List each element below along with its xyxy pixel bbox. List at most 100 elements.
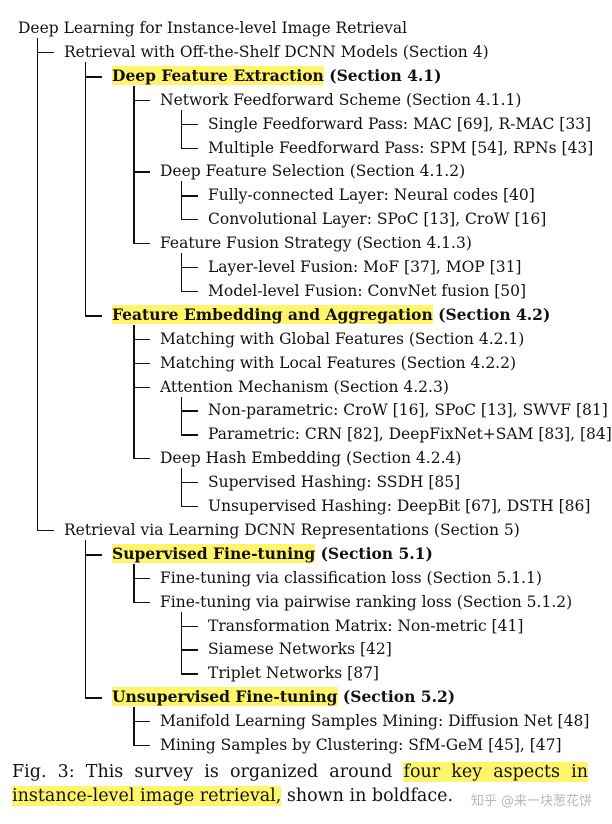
tree-branch-line — [181, 468, 183, 507]
tree-node: Layer-level Fusion: MoF [37], MOP [31] — [208, 257, 521, 277]
tree-connector-line — [133, 577, 150, 579]
tree-connector-line — [181, 123, 198, 125]
tree-node: Multiple Feedforward Pass: SPM [54], RPN… — [208, 138, 593, 158]
node-label: Deep Hash Embedding — [160, 449, 342, 468]
tree-connector-line — [181, 506, 198, 508]
node-label: Fine-tuning via pairwise ranking loss — [160, 592, 452, 611]
tree-connector-line — [133, 99, 150, 101]
tree-node: Transformation Matrix: Non-metric [41] — [208, 616, 523, 636]
watermark: 知乎 @来一块葱花饼 — [470, 794, 592, 809]
node-section: (Section 5.1.2) — [451, 592, 573, 611]
tree-connector-line — [181, 434, 198, 436]
tree-node: Feature Embedding and Aggregation (Secti… — [112, 304, 551, 325]
tree-connector-line — [37, 529, 54, 532]
tree-connector-line — [181, 482, 198, 484]
node-label: Feature Fusion Strategy — [160, 234, 352, 253]
node-section: (Section 5.1) — [315, 543, 433, 563]
tree-connector-line — [181, 267, 198, 269]
tree-node: Fine-tuning via pairwise ranking loss (S… — [160, 592, 572, 612]
tree-node: Feature Fusion Strategy (Section 4.1.3) — [160, 233, 472, 253]
node-section: (Section 4.1.2) — [344, 162, 466, 181]
tree-branch-line — [133, 563, 135, 603]
node-section: (Section 5.1.1) — [421, 568, 542, 587]
tree-connector-line — [181, 649, 198, 651]
tree-node: Unsupervised Fine-tuning (Section 5.2) — [112, 687, 455, 707]
tree-connector-line — [133, 745, 150, 747]
tree-connector-line — [181, 410, 198, 412]
tree-connector-line — [181, 673, 198, 675]
node-label: Manifold Learning Samples Mining: Diffus… — [160, 712, 590, 731]
tree-connector-line — [181, 625, 198, 627]
caption-prefix: Fig. 3: This survey is organized around — [12, 762, 404, 782]
tree-connector-line — [133, 601, 150, 603]
tree-connector-line — [133, 721, 150, 723]
node-label: Model-level Fusion: ConvNet fusion [50] — [208, 281, 527, 300]
tree-connector-line — [133, 362, 150, 364]
tree-branch-line — [181, 611, 183, 675]
tree-branch-line — [181, 396, 183, 436]
node-label: Unsupervised Fine-tuning — [112, 687, 338, 707]
node-label: Fully-connected Layer: Neural codes [40] — [208, 186, 535, 205]
tree-branch-line — [85, 539, 87, 699]
tree-connector-line — [85, 75, 102, 78]
tree-connector-line — [133, 338, 150, 340]
node-label: Deep Learning for Instance-level Image R… — [18, 19, 408, 37]
node-label: Deep Feature Extraction — [112, 65, 324, 85]
tree-connector-line — [181, 290, 198, 293]
tree-connector-line — [133, 243, 150, 245]
node-label: Siamese Networks [42] — [208, 640, 392, 659]
tree-connector-line — [181, 219, 198, 221]
node-section: (Section 4.2.3) — [328, 377, 449, 396]
tree-connector-line — [133, 171, 150, 173]
tree-node: Parametric: CRN [82], DeepFixNet+SAM [83… — [208, 424, 612, 444]
node-label: Convolutional Layer: SPoC [13], CroW [16… — [208, 210, 547, 229]
node-section: (Section 4.1.1) — [401, 90, 522, 109]
tree-connector-line — [181, 147, 198, 149]
tree-node: Attention Mechanism (Section 4.2.3) — [160, 377, 449, 397]
tree-node: Deep Feature Selection (Section 4.1.2) — [160, 161, 465, 181]
tree-node: Single Feedforward Pass: MAC [69], R-MAC… — [208, 114, 591, 134]
figure-caption: Fig. 3: This survey is organized around … — [12, 760, 588, 808]
node-label: Network Feedforward Scheme — [160, 90, 402, 109]
node-section: (Section 5.2) — [337, 687, 456, 707]
tree-branch-line — [181, 181, 183, 221]
tree-node: Unsupervised Hashing: DeepBit [67], DSTH… — [208, 496, 590, 516]
tree-connector-line — [85, 697, 102, 700]
tree-node: Non-parametric: CroW [16], SPoC [13], SW… — [208, 400, 608, 420]
tree-node: Mining Samples by Clustering: SfM-GeM [4… — [160, 735, 562, 755]
node-section: (Section 5) — [428, 520, 520, 539]
node-label: Single Feedforward Pass: MAC [69], R-MAC… — [208, 114, 592, 133]
tree-branch-line — [133, 324, 135, 460]
node-label: Retrieval with Off-the-Shelf DCNN Models — [64, 42, 398, 61]
node-label: Matching with Local Features — [160, 353, 396, 372]
tree-branch-line — [181, 109, 183, 149]
node-section: (Section 4.2.1) — [403, 329, 525, 348]
node-section: (Section 4.2) — [432, 304, 551, 324]
node-section: (Section 4.1.3) — [351, 234, 472, 253]
tree-node: Model-level Fusion: ConvNet fusion [50] — [208, 281, 526, 301]
node-label: Mining Samples by Clustering: SfM-GeM [4… — [160, 736, 562, 754]
tree-node: Retrieval with Off-the-Shelf DCNN Models… — [64, 42, 489, 62]
caption-suffix: shown in boldface. — [281, 786, 454, 806]
node-section: (Section 4.1) — [323, 65, 442, 85]
node-section: (Section 4) — [397, 42, 489, 61]
tree-node: Fine-tuning via classification loss (Sec… — [160, 568, 542, 588]
tree-branch-line — [181, 253, 183, 292]
node-label: Parametric: CRN [82], DeepFixNet+SAM [83… — [208, 425, 612, 444]
tree-root: Deep Learning for Instance-level Image R… — [18, 18, 407, 38]
node-label: Fine-tuning via classification loss — [160, 568, 422, 587]
node-label: Deep Feature Selection — [160, 162, 345, 181]
node-label: Supervised Hashing: SSDH [85] — [208, 473, 461, 492]
tree-node: Retrieval via Learning DCNN Representati… — [64, 520, 520, 540]
tree-node: Network Feedforward Scheme (Section 4.1.… — [160, 90, 521, 110]
tree-node: Deep Hash Embedding (Section 4.2.4) — [160, 448, 461, 468]
tree-node: Convolutional Layer: SPoC [13], CroW [16… — [208, 209, 546, 229]
tree-branch-line — [133, 85, 135, 245]
node-label: Unsupervised Hashing: DeepBit [67], DSTH… — [208, 497, 591, 515]
tree-connector-line — [85, 553, 102, 556]
node-label: Attention Mechanism — [160, 377, 329, 396]
tree-node: Fully-connected Layer: Neural codes [40] — [208, 185, 535, 205]
tree-branch-line — [133, 707, 135, 746]
tree-node: Supervised Hashing: SSDH [85] — [208, 472, 460, 492]
tree-connector-line — [133, 386, 150, 388]
